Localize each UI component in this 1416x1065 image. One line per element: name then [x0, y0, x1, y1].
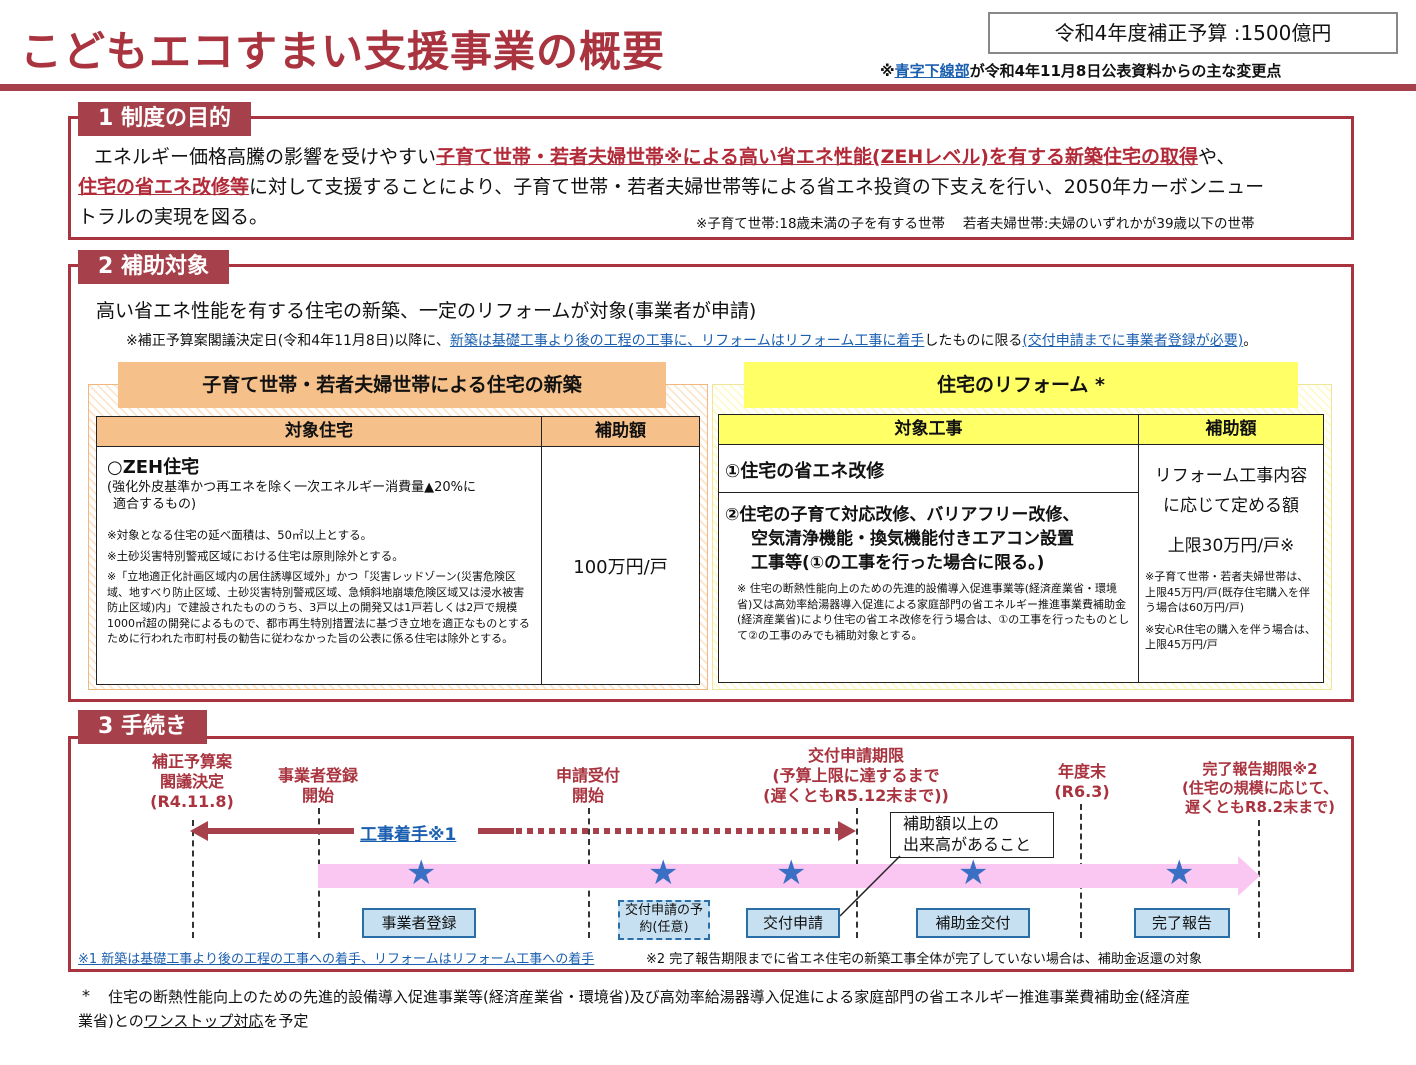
step-application: 交付申請 — [746, 908, 840, 938]
construction-arrow — [190, 821, 856, 841]
timeline-mark-1 — [192, 820, 194, 938]
reform-panel-table: 対象工事 補助額 ①住宅の省エネ改修 ②住宅の子育て対応改修、バリアフリー改修、… — [718, 414, 1324, 683]
section2-lead: 高い省エネ性能を有する住宅の新築、一定のリフォームが対象(事業者が申請) — [96, 300, 757, 322]
new-col-amount: 補助額 — [541, 416, 700, 447]
timeline-band — [318, 856, 1260, 896]
timeline-mark-6 — [1258, 820, 1260, 938]
section1-line1: エネルギー価格高騰の影響を受けやすい子育て世帯・若者夫婦世帯※による高い省エネ性… — [94, 146, 1236, 168]
star-icon: ★ — [1164, 853, 1195, 893]
star-icon: ★ — [958, 853, 989, 893]
milestone-registration: 事業者登録開始 — [277, 766, 358, 805]
reform-panel-head: 住宅のリフォーム * — [744, 362, 1298, 408]
zeh-title: ○ZEH住宅 — [107, 457, 200, 478]
new-col-target: 対象住宅 — [96, 416, 542, 447]
reform-col-amount: 補助額 — [1138, 414, 1324, 445]
new-panel-table: 対象住宅 補助額 ○ZEH住宅 (強化外皮基準かつ再エネを除く一次エネルギー消費… — [96, 416, 700, 685]
footer-mark: * — [82, 986, 90, 1005]
step-report: 完了報告 — [1134, 908, 1230, 938]
milestone-deadline: 交付申請期限(予算上限に達するまで(遅くともR5.12末まで)) — [763, 746, 949, 805]
work-1: ①住宅の省エネ改修 — [719, 445, 1138, 493]
star-icon: ★ — [406, 853, 437, 893]
section1-box — [68, 116, 1354, 240]
milestone-fiscal-end: 年度末(R6.3) — [1054, 762, 1110, 801]
header-divider — [0, 84, 1416, 91]
milestone-cabinet: 補正予算案閣議決定(R4.11.8) — [150, 752, 234, 811]
section1-line2: 住宅の省エネ改修等に対して支援することにより、子育て世帯・若者夫婦世帯等による省… — [78, 176, 1265, 198]
section1-line3: トラルの実現を図る。 — [78, 206, 269, 228]
callout-box: 補助額以上の出来高があること — [890, 812, 1054, 858]
section2-tab: 2 補助対象 — [78, 250, 229, 284]
star-icon: ★ — [776, 853, 807, 893]
change-note: ※青字下線部が令和4年11月8日公表資料からの主な変更点 — [880, 62, 1282, 80]
change-note-link: 青字下線部 — [894, 62, 970, 80]
reform-work-cell: ①住宅の省エネ改修 ②住宅の子育て対応改修、バリアフリー改修、 空気清浄機能・換… — [718, 444, 1139, 683]
milestone-report: 完了報告期限※2(住宅の規模に応じて、遅くともR8.2末まで) — [1181, 760, 1339, 816]
section1-footnote: ※子育て世帯:18歳未満の子を有する世帯 若者夫婦世帯:夫婦のいずれかが39歳以… — [696, 216, 1255, 232]
reform-amount-cell: リフォーム工事内容 に応じて定める額 上限30万円/戸※ ※子育て世帯・若者夫婦… — [1138, 444, 1324, 683]
section2-note: ※補正予算案閣議決定日(令和4年11月8日)以降に、新築は基礎工事より後の工程の… — [126, 333, 1258, 349]
budget-box: 令和4年度補正予算 :1500億円 — [988, 12, 1398, 54]
step-registration: 事業者登録 — [362, 908, 476, 938]
callout-pointer — [839, 855, 901, 917]
section3-footnote-1: ※1 新築は基礎工事より後の工程の工事への着手、リフォームはリフォーム工事への着… — [78, 952, 595, 967]
section3-footnote-2: ※2 完了報告期限までに省エネ住宅の新築工事全体が完了していない場合は、補助金返… — [646, 952, 1202, 967]
work-2: ②住宅の子育て対応改修、バリアフリー改修、 — [725, 505, 1080, 525]
star-icon: ★ — [648, 853, 679, 893]
section3-tab: 3 手続き — [78, 710, 207, 744]
step-reservation: 交付申請の予約(任意) — [618, 900, 710, 940]
new-panel-head: 子育て世帯・若者夫婦世帯による住宅の新築 — [118, 362, 666, 408]
page-title: こどもエコすまい支援事業の概要 — [20, 27, 666, 76]
new-target-cell: ○ZEH住宅 (強化外皮基準かつ再エネを除く一次エネルギー消費量▲20%に 適合… — [96, 446, 542, 685]
milestone-application: 申請受付開始 — [555, 766, 620, 805]
footer-line1: 住宅の断熱性能向上のための先進的設備導入促進事業等(経済産業省・環境省)及び高効… — [108, 988, 1191, 1006]
step-grant: 補助金交付 — [916, 908, 1030, 938]
footer-line2: 業省)とのワンストップ対応を予定 — [78, 1012, 309, 1030]
section1-tab: 1 制度の目的 — [78, 102, 251, 136]
work-note: ※ 住宅の断熱性能向上のための先進的設備導入促進事業等(経済産業省・環境省)又は… — [737, 582, 1130, 642]
new-amount-cell: 100万円/戸 — [541, 446, 700, 685]
reform-col-work: 対象工事 — [718, 414, 1139, 445]
construction-start-label: 工事着手※1 — [360, 825, 457, 845]
